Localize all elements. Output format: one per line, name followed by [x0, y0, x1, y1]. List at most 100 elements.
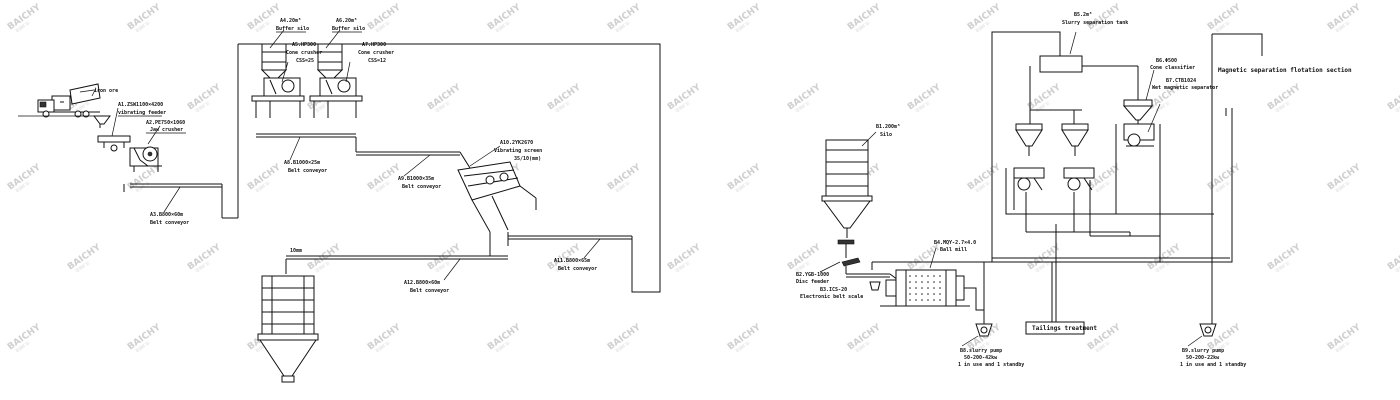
a11-label: A11.B800×65m: [554, 258, 590, 264]
a2-label: A2.PE750×1060: [146, 120, 185, 126]
feed-silo: [821, 139, 873, 238]
b8-note: 1 in use and 1 standby: [958, 362, 1024, 368]
feeder-hopper: [93, 115, 111, 125]
tailings-label: Tailings treatment: [1032, 325, 1097, 332]
b5-label: B5.2m³: [1074, 12, 1092, 18]
b3-desc: Electronic belt scale: [800, 294, 863, 300]
a5-label: A5.HP300: [292, 42, 316, 48]
a7-desc: Cone crusher: [358, 50, 394, 56]
b7-desc: Wet magnetic separator: [1152, 85, 1218, 91]
magnetic-separator-3: [1123, 123, 1155, 147]
slurry-pump-left: [975, 323, 993, 337]
a10-size: 35/10(mm): [514, 156, 541, 162]
a1-desc: vibrating feeder: [118, 110, 166, 116]
a7-css: CSS=12: [368, 58, 386, 64]
crushing-screening-diagram: iron ore A1.ZSW1100×4200 vibrating feede…: [18, 18, 661, 383]
b2-label: B2.YGB-1000: [796, 272, 829, 278]
return-belt-line: [238, 43, 661, 293]
b3-label: B3.ICS-20: [820, 287, 847, 293]
belt-conveyor-a11: [507, 198, 632, 259]
a5-css: CSS=25: [296, 58, 314, 64]
magnetic-separator-2: [1063, 167, 1095, 191]
b6-label: B6.Φ500: [1156, 58, 1177, 64]
a12-desc: Belt conveyor: [410, 288, 449, 294]
b2-desc: Disc feeder: [796, 279, 829, 285]
magnetic-separator-1: [1013, 167, 1045, 191]
a5-desc: Cone crusher: [286, 50, 322, 56]
b4-label: B4.MQY-2.7×4.0: [934, 240, 976, 246]
b9-spec: 50-200-22kw: [1186, 355, 1220, 361]
b8-spec: 50-200-42kw: [964, 355, 998, 361]
size-10mm: 10mm: [290, 248, 302, 254]
grinding-separation-diagram: B1.200m³ Silo B2.YGB-1000 Disc feeder B3…: [796, 12, 1352, 368]
product-silo: [257, 275, 319, 383]
a7-label: A7.HP300: [362, 42, 386, 48]
vibrating-screen: [457, 161, 537, 233]
a6-label: A6.20m³: [336, 18, 357, 24]
a2-desc: Jaw crusher: [150, 127, 183, 133]
tailings-treatment-box: [1025, 321, 1085, 335]
a4-desc: Buffer silo: [276, 26, 309, 32]
b9-label: B9.slurry pump: [1182, 348, 1224, 354]
truck-label: iron ore: [94, 88, 118, 94]
belt-conveyor-a12: [285, 232, 508, 281]
a3-label: A3.B800×60m: [150, 212, 183, 218]
cone-crusher-station-1: [251, 43, 305, 118]
a10-desc: Vibrating screen: [494, 148, 542, 154]
a9-label: A9.B1000×35m: [398, 176, 434, 182]
b4-desc: Ball mill: [940, 247, 967, 253]
b1-desc: Silo: [880, 132, 892, 138]
a8-desc: Belt conveyor: [288, 168, 327, 174]
slurry-piping: [871, 31, 1263, 324]
cone-classifier-3: [1122, 99, 1154, 124]
a3-desc: Belt conveyor: [150, 220, 189, 226]
ball-mill: [880, 269, 970, 307]
cone-classifier-1: [1015, 123, 1043, 156]
svg-text:百琪矿业: 百琪矿业: [1394, 99, 1400, 113]
a11-desc: Belt conveyor: [558, 266, 597, 272]
belt-conveyor-a3: [123, 44, 239, 219]
cone-crusher-station-2: [309, 43, 363, 118]
a1-leader: [111, 107, 119, 137]
b1-label: B1.200m³: [876, 124, 900, 130]
vibrating-feeder: [97, 135, 131, 152]
a4-label: A4.20m³: [280, 18, 301, 24]
slurry-pump-right: [1199, 323, 1217, 337]
slurry-separation-tank: [1039, 55, 1083, 73]
jaw-crusher: [129, 146, 162, 172]
a6-desc: Buffer silo: [332, 26, 365, 32]
